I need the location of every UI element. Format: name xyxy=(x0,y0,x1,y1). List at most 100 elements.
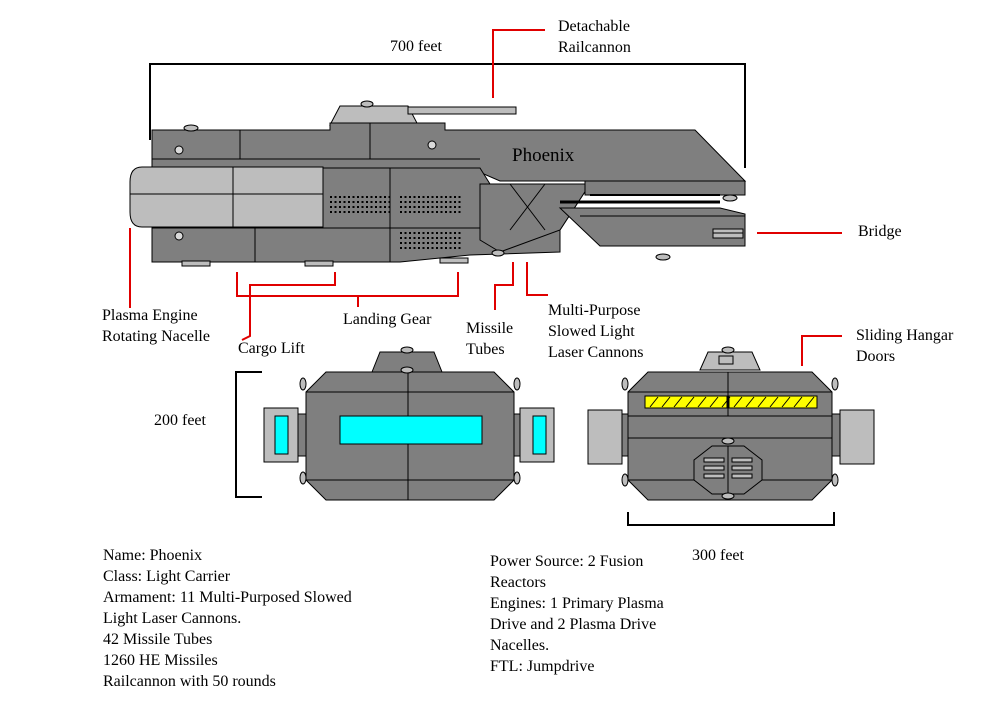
vent-dot xyxy=(357,201,359,203)
width-label: 300 feet xyxy=(692,547,744,564)
spec-line: Nacelles. xyxy=(490,637,550,654)
landing-gear-leader xyxy=(236,272,459,297)
laser-cannons-callout-line: Multi-Purpose xyxy=(548,302,641,319)
vent-dot xyxy=(357,206,359,208)
vent-dot xyxy=(431,237,434,239)
vent-dot xyxy=(449,201,452,203)
vent-dot xyxy=(334,211,337,213)
vent-dot xyxy=(431,247,434,249)
vent-dot xyxy=(413,237,416,239)
hangar-stripe xyxy=(649,396,659,408)
vent-dot xyxy=(422,247,425,249)
vent-dot xyxy=(422,196,425,198)
cargo-lift-leader xyxy=(241,272,336,341)
vent-dot xyxy=(409,242,411,244)
vent-dot xyxy=(431,211,434,213)
vent-dot xyxy=(388,211,391,213)
vent-dot xyxy=(375,211,377,213)
vent-dot xyxy=(458,201,461,203)
upper-port xyxy=(427,140,437,150)
vent-dot xyxy=(445,232,447,234)
hangar-stripe xyxy=(697,396,707,408)
hangar-stripe xyxy=(661,396,671,408)
upper-port xyxy=(174,145,184,155)
vent-dot xyxy=(384,206,386,208)
rear-left-pod xyxy=(587,409,623,465)
vent-dot xyxy=(348,201,350,203)
vent-dot xyxy=(379,206,382,208)
railcannon-turret xyxy=(329,105,419,126)
vent-dot xyxy=(409,196,411,198)
vent-dot xyxy=(384,211,386,213)
bow-lamp xyxy=(722,194,738,202)
vent-dot xyxy=(330,206,332,208)
vent-dot xyxy=(404,237,407,239)
hatch-vent xyxy=(731,473,753,479)
vent-dot xyxy=(454,206,456,208)
vent-dot xyxy=(352,201,355,203)
spec-line: Engines: 1 Primary Plasma xyxy=(490,595,664,612)
spec-line: FTL: Jumpdrive xyxy=(490,658,595,675)
vent-dot xyxy=(343,206,346,208)
hangar-stripe xyxy=(733,396,743,408)
vent-dot xyxy=(409,232,411,234)
hatch-vent xyxy=(731,457,753,463)
hangar-door-left xyxy=(644,395,728,409)
bridge-deck xyxy=(558,207,746,247)
cargo-lift-callout: Cargo Lift xyxy=(238,340,305,357)
vent-dot xyxy=(427,196,429,198)
vent-dot xyxy=(431,206,434,208)
vent-dot xyxy=(458,242,461,244)
hatch-vent xyxy=(703,457,725,463)
landing-gear-callout: Landing Gear xyxy=(343,311,432,328)
vent-dot xyxy=(458,206,461,208)
engine-callout: Plasma Engine Rotating Nacelle xyxy=(102,305,210,347)
hangar-door-right xyxy=(728,395,818,409)
hangar-doors-callout-line: Sliding Hangar xyxy=(856,327,954,344)
rear-lamp xyxy=(721,346,735,354)
vent-dot xyxy=(436,201,438,203)
vent-dot xyxy=(375,206,377,208)
vent-dot xyxy=(427,206,429,208)
vent-dot xyxy=(379,201,382,203)
spec-line: Power Source: 2 Fusion xyxy=(490,553,644,570)
rear-view xyxy=(587,346,875,526)
vent-dot xyxy=(454,211,456,213)
hangar-stripe xyxy=(805,396,815,408)
left-pod-connector xyxy=(297,413,307,457)
hangar-stripe xyxy=(673,396,683,408)
vent-dot xyxy=(400,196,402,198)
engine-nacelle xyxy=(129,166,324,228)
rear-lamp xyxy=(621,377,629,391)
vent-dot xyxy=(348,206,350,208)
vent-dot xyxy=(339,196,341,198)
front-lamp xyxy=(513,471,521,485)
vent-dot xyxy=(449,237,452,239)
vent-dot xyxy=(334,206,337,208)
vent-dot xyxy=(370,196,373,198)
rear-lamp xyxy=(621,473,629,487)
vent-dot xyxy=(404,196,407,198)
vent-dot xyxy=(413,247,416,249)
vent-dot xyxy=(330,211,332,213)
vent-dot xyxy=(404,211,407,213)
vent-dot xyxy=(431,232,434,234)
vent-dot xyxy=(454,201,456,203)
vent-dot xyxy=(431,196,434,198)
vent-dot xyxy=(375,196,377,198)
vent-dot xyxy=(388,206,391,208)
vent-dot xyxy=(334,196,337,198)
rear-right-pod xyxy=(839,409,875,465)
railcannon-callout: Detachable Railcannon xyxy=(558,16,631,58)
vent-dot xyxy=(330,196,332,198)
vent-dot xyxy=(445,237,447,239)
spec-line: Reactors xyxy=(490,574,546,591)
vent-dot xyxy=(427,242,429,244)
vent-dot xyxy=(431,242,434,244)
vent-dot xyxy=(413,206,416,208)
spec-line: Drive and 2 Plasma Drive xyxy=(490,616,657,633)
front-view xyxy=(235,346,555,501)
vent-dot xyxy=(366,196,368,198)
right-pod-window xyxy=(532,415,547,455)
